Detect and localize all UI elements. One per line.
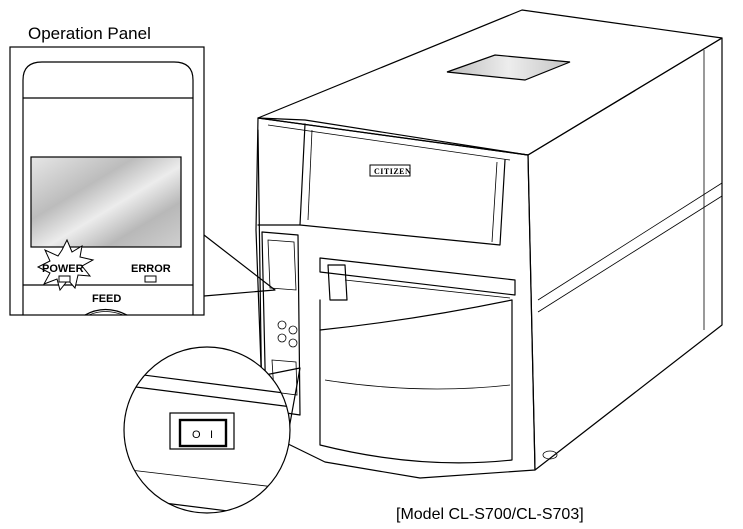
power-label: POWER — [42, 263, 84, 275]
feed-label: FEED — [92, 293, 121, 305]
power-switch-callout: O I — [123, 346, 301, 514]
printer-body: CITIZEN — [255, 9, 723, 479]
error-label: ERROR — [131, 263, 171, 275]
switch-off-mark: O — [192, 429, 201, 441]
power-switch-rocker — [178, 418, 228, 448]
operation-panel-callout: POWER ERROR FEED — [9, 46, 276, 316]
brand-logo: CITIZEN — [374, 167, 411, 176]
error-led — [144, 275, 157, 283]
power-led — [58, 275, 71, 283]
power-lit-burst — [36, 238, 95, 292]
model-caption: [Model CL-S700/CL-S703] — [396, 506, 584, 523]
lcd-display — [30, 156, 182, 248]
feed-button — [84, 308, 128, 316]
panel-title: Operation Panel — [28, 24, 151, 43]
switch-on-mark: I — [210, 429, 213, 441]
